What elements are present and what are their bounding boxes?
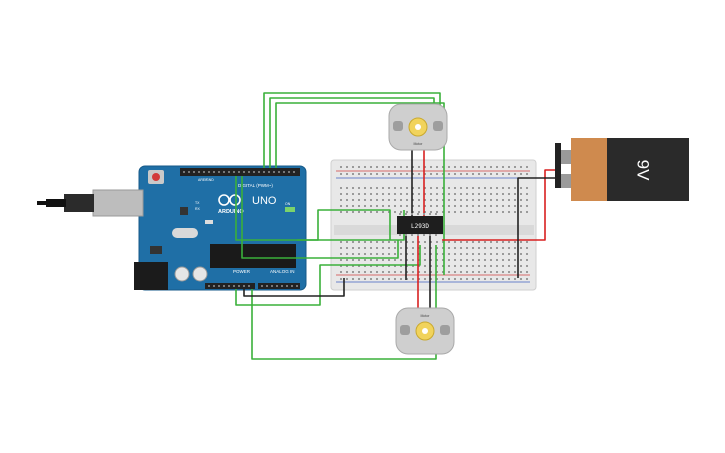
battery-9v[interactable]: 9V xyxy=(555,138,689,201)
wire-green-6[interactable] xyxy=(297,209,391,241)
reset-button[interactable] xyxy=(152,173,160,181)
wire-black-battery[interactable] xyxy=(517,177,557,278)
aref-label: AREF xyxy=(198,178,207,182)
wire-green-3[interactable] xyxy=(275,102,445,275)
arduino-logo xyxy=(218,194,241,206)
wire-red-battery[interactable] xyxy=(442,169,557,241)
wire-green-8[interactable] xyxy=(251,245,437,360)
on-label: ON xyxy=(285,202,291,206)
analog-power-header-pins xyxy=(208,285,298,287)
arduino-uno-board[interactable]: ARDUINO UNO DIGITAL (PWM~) ANALOG IN POW… xyxy=(37,165,307,291)
breadboard-holes xyxy=(340,166,528,280)
power-label: POWER xyxy=(233,269,251,274)
battery-label: 9V xyxy=(634,160,653,181)
digital-header-label: DIGITAL (PWM~) xyxy=(238,183,273,188)
wire-green-5[interactable] xyxy=(241,176,399,259)
dc-motor-bottom[interactable]: Motor xyxy=(395,307,455,355)
rx-label: RX xyxy=(195,207,201,211)
analog-in-label: ANALOG IN xyxy=(270,269,295,274)
motor-bottom-label: Motor xyxy=(421,314,431,318)
gnd-label: GND xyxy=(206,178,214,182)
l293d-driver-chip[interactable]: L293D xyxy=(397,213,443,236)
wire-green-7[interactable] xyxy=(235,245,421,306)
wires xyxy=(235,92,557,360)
dc-motor-top[interactable]: Motor xyxy=(388,103,448,151)
tx-label: TX xyxy=(195,201,200,205)
wire-black-gnd[interactable] xyxy=(243,278,345,297)
arduino-model-text: UNO xyxy=(252,195,277,207)
digital-header-pins xyxy=(183,171,295,173)
arduino-brand-text: ARDUINO xyxy=(218,209,244,215)
chip-label: L293D xyxy=(411,223,429,230)
wire-green-1[interactable] xyxy=(263,92,441,168)
motor-top-label: Motor xyxy=(414,142,424,146)
chip-pins xyxy=(399,213,437,236)
